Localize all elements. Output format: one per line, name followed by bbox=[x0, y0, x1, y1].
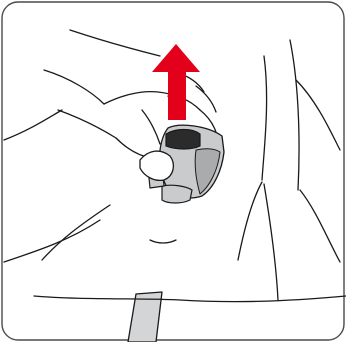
clip-tongue bbox=[162, 185, 192, 203]
clip-tab bbox=[166, 130, 200, 150]
